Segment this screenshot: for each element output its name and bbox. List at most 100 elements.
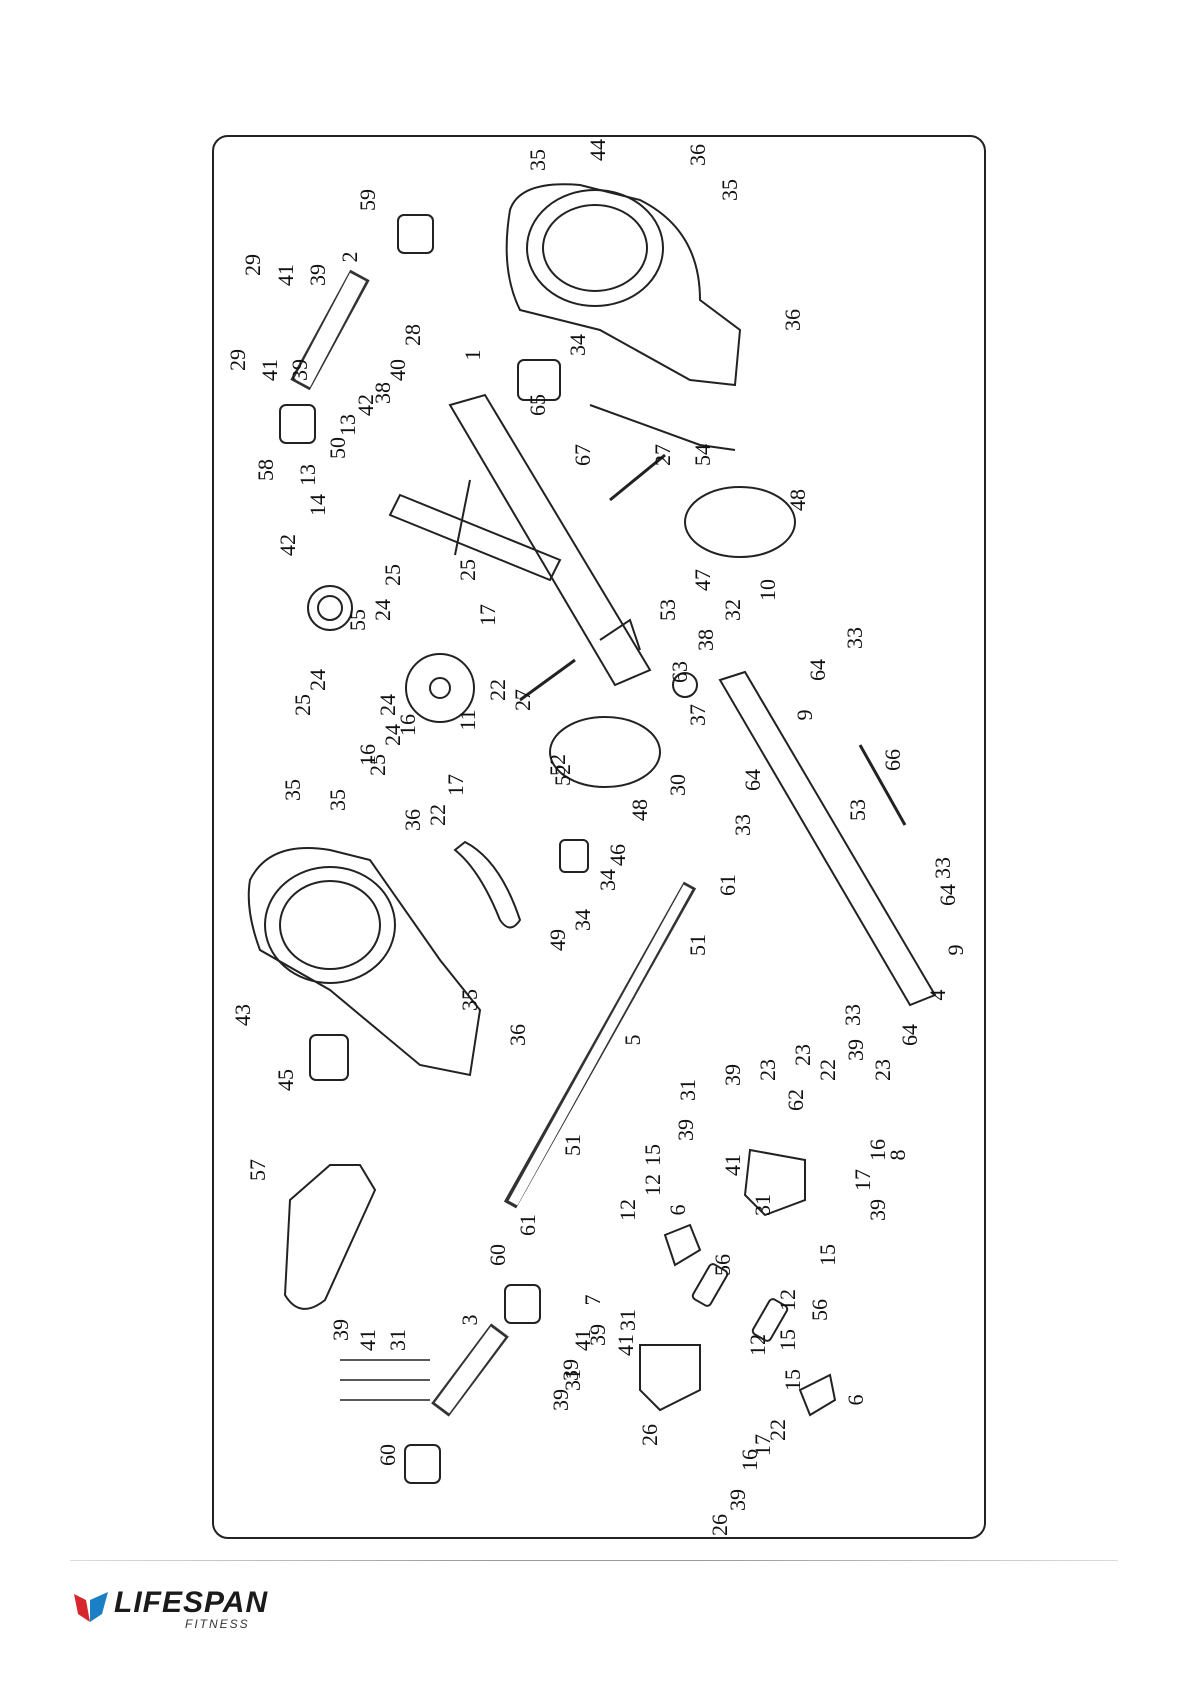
part-label-15: 15 — [780, 1369, 805, 1391]
part-label-5: 5 — [620, 1035, 645, 1046]
rod-27-a — [609, 453, 666, 502]
part-label-11: 11 — [455, 709, 480, 730]
flywheel — [405, 653, 475, 723]
part-label-29: 29 — [225, 349, 250, 371]
part-label-37: 37 — [685, 704, 710, 726]
part-label-27: 27 — [510, 689, 535, 711]
part-label-16: 16 — [865, 1139, 890, 1161]
part-label-59: 59 — [355, 189, 380, 211]
part-label-42: 42 — [353, 394, 378, 416]
endcap-60-bottom — [404, 1444, 441, 1484]
part-label-41: 41 — [570, 1329, 595, 1351]
part-label-33: 33 — [840, 1004, 865, 1026]
part-label-33: 33 — [730, 814, 755, 836]
part-label-60: 60 — [375, 1444, 400, 1466]
part-label-25: 25 — [365, 754, 390, 776]
endcap-58 — [279, 404, 316, 444]
part-label-22: 22 — [485, 679, 510, 701]
part-label-33: 33 — [842, 627, 867, 649]
side-cover-left — [247, 847, 482, 1077]
part-label-64: 64 — [805, 659, 830, 681]
part-label-39: 39 — [720, 1064, 745, 1086]
part-label-12: 12 — [775, 1289, 800, 1311]
tension-knob — [672, 672, 698, 698]
part-label-41: 41 — [273, 264, 298, 286]
part-label-17: 17 — [750, 1434, 775, 1456]
brand-subtitle: FITNESS — [185, 1617, 250, 1631]
part-label-55: 55 — [345, 609, 370, 631]
part-label-56: 56 — [710, 1254, 735, 1276]
bracket-7 — [639, 1344, 701, 1412]
part-label-27: 27 — [650, 444, 675, 466]
brand-logo: LIFESPAN FITNESS — [72, 1588, 272, 1631]
part-label-61: 61 — [715, 874, 740, 896]
part-label-35: 35 — [457, 989, 482, 1011]
part-label-38: 38 — [693, 629, 718, 651]
part-label-39: 39 — [673, 1119, 698, 1141]
pedal-post-bolts — [340, 1359, 430, 1401]
part-label-39: 39 — [305, 264, 330, 286]
part-label-66: 66 — [880, 749, 905, 771]
part-label-64: 64 — [897, 1024, 922, 1046]
part-label-22: 22 — [425, 804, 450, 826]
bearing-56-b — [751, 1298, 789, 1342]
part-label-39: 39 — [843, 1039, 868, 1061]
part-label-15: 15 — [775, 1329, 800, 1351]
part-label-39: 39 — [548, 1389, 573, 1411]
rod-27-b — [519, 658, 576, 702]
part-label-22: 22 — [815, 1059, 840, 1081]
part-label-67: 67 — [570, 444, 595, 466]
part-label-43: 43 — [230, 1004, 255, 1026]
endcap-60-top — [504, 1284, 541, 1324]
belt — [453, 840, 522, 929]
part-label-25: 25 — [380, 564, 405, 586]
part-label-10: 10 — [755, 579, 780, 601]
endcap-59 — [397, 214, 434, 254]
part-label-39: 39 — [865, 1199, 890, 1221]
brand-mark-icon — [74, 1592, 108, 1622]
part-label-22: 22 — [765, 1419, 790, 1441]
part-label-53: 53 — [845, 799, 870, 821]
footer-rule — [70, 1560, 1118, 1561]
bearing-56-a — [691, 1263, 729, 1307]
part-label-7: 7 — [580, 1295, 605, 1306]
part-label-16: 16 — [395, 714, 420, 736]
part-label-58: 58 — [253, 459, 278, 481]
part-label-23: 23 — [870, 1059, 895, 1081]
part-label-17: 17 — [850, 1169, 875, 1191]
part-label-46: 46 — [605, 844, 630, 866]
seat — [283, 1164, 377, 1310]
part-label-44: 44 — [585, 139, 610, 161]
part-label-41: 41 — [257, 359, 282, 381]
part-label-16: 16 — [355, 744, 380, 766]
part-label-34: 34 — [565, 334, 590, 356]
part-label-12: 12 — [745, 1334, 770, 1356]
part-label-33: 33 — [930, 857, 955, 879]
side-cover-right — [505, 183, 742, 387]
part-label-65: 65 — [525, 394, 550, 416]
part-label-52: 52 — [545, 754, 570, 776]
part-label-39: 39 — [328, 1319, 353, 1341]
endcap-45 — [309, 1034, 349, 1081]
part-label-13: 13 — [295, 464, 320, 486]
part-label-61: 61 — [515, 1214, 540, 1236]
part-label-6: 6 — [843, 1395, 868, 1406]
part-label-60: 60 — [485, 1244, 510, 1266]
part-label-63: 63 — [667, 661, 692, 683]
part-label-26: 26 — [707, 1514, 732, 1536]
part-label-6: 6 — [665, 1205, 690, 1216]
part-label-3: 3 — [457, 1315, 482, 1326]
part-label-17: 17 — [475, 604, 500, 626]
part-label-8: 8 — [885, 1150, 910, 1161]
part-label-23: 23 — [790, 1044, 815, 1066]
part-label-24: 24 — [305, 669, 330, 691]
part-label-24: 24 — [370, 599, 395, 621]
part-label-39: 39 — [725, 1489, 750, 1511]
part-label-35: 35 — [525, 149, 550, 171]
part-label-12: 12 — [615, 1199, 640, 1221]
part-label-12: 12 — [640, 1174, 665, 1196]
part-label-1: 1 — [460, 350, 485, 361]
part-label-25: 25 — [455, 559, 480, 581]
part-label-31: 31 — [385, 1329, 410, 1351]
part-label-39: 39 — [558, 1359, 583, 1381]
